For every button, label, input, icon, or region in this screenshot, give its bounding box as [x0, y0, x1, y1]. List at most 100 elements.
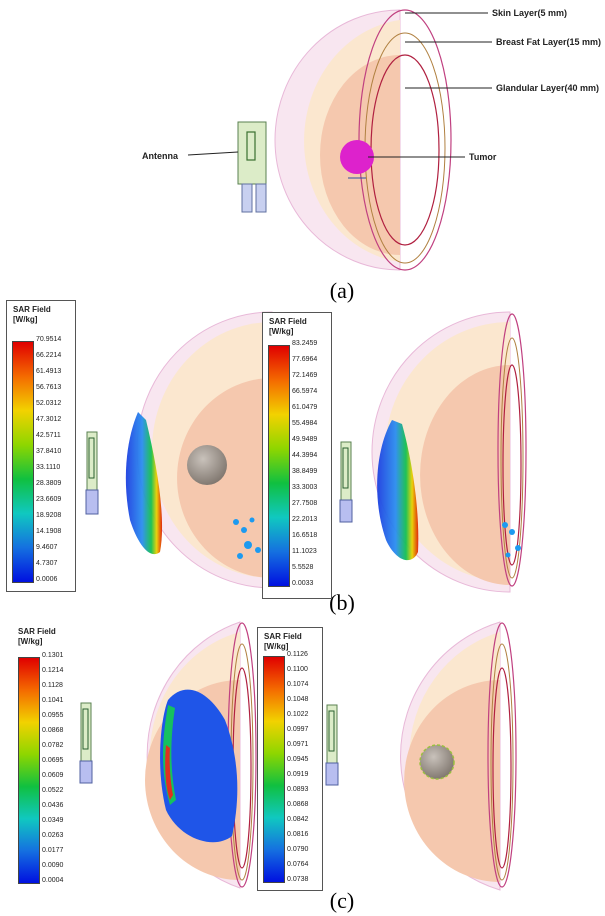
- colorbar-tick-label: 0.0816: [287, 831, 309, 838]
- colorbar-tick-label: 0.0790: [287, 846, 309, 853]
- colorbar-gradient: [18, 657, 40, 884]
- colorbar-tick-label: 38.8499: [292, 468, 318, 475]
- callout-lines-a: [187, 12, 492, 158]
- colorbar-tick-label: 0.0945: [287, 756, 309, 763]
- colorbar-title: SAR Field: [13, 305, 51, 314]
- colorbar-title: SAR Field: [264, 632, 302, 641]
- colorbar-tick-label: 52.0312: [36, 400, 62, 407]
- colorbar-tick-label: 0.0522: [42, 787, 64, 794]
- colorbar-tick-label: 0.0436: [42, 802, 64, 809]
- sar-scatter-b-left: [233, 517, 261, 559]
- colorbar-tick-label: 70.9514: [36, 336, 62, 343]
- panel-label-b: (b): [329, 590, 355, 615]
- colorbar-tick-label: 0.0842: [287, 816, 309, 823]
- colorbar-tick-label: 42.5711: [36, 432, 61, 439]
- antenna-b-right: [339, 441, 353, 523]
- colorbar-tick-label: 83.2459: [292, 340, 318, 347]
- colorbar-tick-label: 5.5528: [292, 564, 314, 571]
- colorbar-tick-label: 37.8410: [36, 448, 62, 455]
- breast-model-b-left: [125, 311, 273, 589]
- callout-skin: Skin Layer(5 mm): [492, 8, 567, 18]
- colorbar-tick-label: 0.0177: [42, 847, 64, 854]
- colorbar-gradient: [263, 656, 285, 883]
- colorbar-tick-label: 0.0997: [287, 726, 309, 733]
- colorbar-tick-label: 0.1214: [42, 667, 64, 674]
- colorbar-b-right: SAR Field[W/kg] 83.2459 77.6964 72.1469 66.…: [262, 312, 332, 599]
- colorbar-tick-label: 56.7613: [36, 384, 62, 391]
- colorbar-tick-label: 0.0004: [42, 877, 64, 884]
- colorbar-c-right: SAR Field[W/kg] 0.1126 0.1100 0.1074 0.1048…: [257, 627, 323, 891]
- sar-hotspot-b-left: [125, 412, 163, 555]
- colorbar-tick-label: 0.0609: [42, 772, 64, 779]
- colorbar-tick-label: 61.4913: [36, 368, 62, 375]
- colorbar-gradient: [268, 345, 290, 587]
- colorbar-unit: [W/kg]: [269, 327, 294, 336]
- colorbar-tick-label: 16.6518: [292, 532, 318, 539]
- colorbar-gradient: [12, 341, 34, 583]
- colorbar-tick-label: 0.1126: [287, 651, 308, 658]
- colorbar-tick-label: 0.0006: [36, 576, 58, 583]
- colorbar-tick-label: 0.0090: [42, 862, 64, 869]
- panel-label-c: (c): [329, 888, 355, 913]
- colorbar-tick-label: 22.2013: [292, 516, 318, 523]
- colorbar-unit: [W/kg]: [264, 642, 289, 651]
- breast-model-b-right: [371, 311, 527, 593]
- colorbar-tick-label: 0.0738: [287, 876, 309, 883]
- colorbar-tick-label: 0.0263: [42, 832, 64, 839]
- skin-layer-outline: [358, 9, 452, 271]
- callout-antenna: Antenna: [142, 151, 179, 161]
- colorbar-tick-label: 33.1110: [36, 464, 61, 471]
- breast-model-c-right: [400, 621, 517, 891]
- colorbar-unit: [W/kg]: [18, 637, 43, 646]
- colorbar-tick-label: 0.0349: [42, 817, 64, 824]
- colorbar-tick-label: 0.0868: [42, 727, 64, 734]
- breast-model-a: [274, 9, 452, 271]
- sar-region-c-left: [160, 689, 238, 843]
- colorbar-title: SAR Field: [269, 317, 307, 326]
- callout-glandular: Glandular Layer(40 mm): [496, 83, 599, 93]
- sar-scatter-b-right: [502, 522, 521, 558]
- colorbar-tick-label: 14.1908: [36, 528, 62, 535]
- colorbar-tick-label: 0.0868: [287, 801, 309, 808]
- callout-tumor: Tumor: [469, 152, 497, 162]
- colorbar-tick-label: 66.5974: [292, 388, 318, 395]
- colorbar-tick-label: 0.0893: [287, 786, 309, 793]
- colorbar-tick-label: 47.3012: [36, 416, 62, 423]
- colorbar-tick-label: 61.0479: [292, 404, 318, 411]
- colorbar-tick-label: 0.0919: [287, 771, 309, 778]
- callout-fat: Breast Fat Layer(15 mm): [496, 37, 601, 47]
- colorbar-tick-label: 0.1048: [287, 696, 309, 703]
- colorbar-tick-label: 11.1023: [292, 548, 317, 555]
- colorbar-tick-label: 33.3003: [292, 484, 318, 491]
- colorbar-tick-label: 0.0782: [42, 742, 64, 749]
- colorbar-tick-label: 0.1074: [287, 681, 309, 688]
- colorbar-tick-label: 0.1041: [42, 697, 64, 704]
- colorbar-tick-label: 0.1128: [42, 682, 63, 689]
- colorbar-tick-label: 0.1022: [287, 711, 309, 718]
- colorbar-tick-label: 0.1301: [42, 652, 64, 659]
- colorbar-tick-label: 44.3994: [292, 452, 318, 459]
- breast-model-c-left: [145, 621, 257, 889]
- antenna-c-right: [325, 704, 339, 786]
- colorbar-tick-label: 0.0955: [42, 712, 64, 719]
- tumor: [340, 140, 374, 174]
- tumor-b-left: [187, 445, 227, 485]
- colorbar-tick-label: 0.1100: [287, 666, 308, 673]
- colorbar-tick-label: 49.9489: [292, 436, 318, 443]
- colorbar-tick-label: 0.0764: [287, 861, 309, 868]
- colorbar-tick-label: 55.4984: [292, 420, 318, 427]
- colorbar-tick-label: 4.7307: [36, 560, 58, 567]
- tumor-c-right: [419, 744, 455, 780]
- colorbar-tick-label: 0.0033: [292, 580, 314, 587]
- colorbar-tick-label: 27.7508: [292, 500, 318, 507]
- colorbar-tick-label: 77.6964: [292, 356, 318, 363]
- colorbar-tick-label: 66.2214: [36, 352, 62, 359]
- antenna-b-left: [85, 431, 99, 515]
- colorbar-tick-label: 72.1469: [292, 372, 318, 379]
- colorbar-unit: [W/kg]: [13, 315, 38, 324]
- colorbar-b-left: SAR Field[W/kg] 70.9514 66.2214 61.4913 56.…: [6, 300, 76, 592]
- panel-label-a: (a): [329, 278, 355, 303]
- colorbar-tick-label: 23.6609: [36, 496, 62, 503]
